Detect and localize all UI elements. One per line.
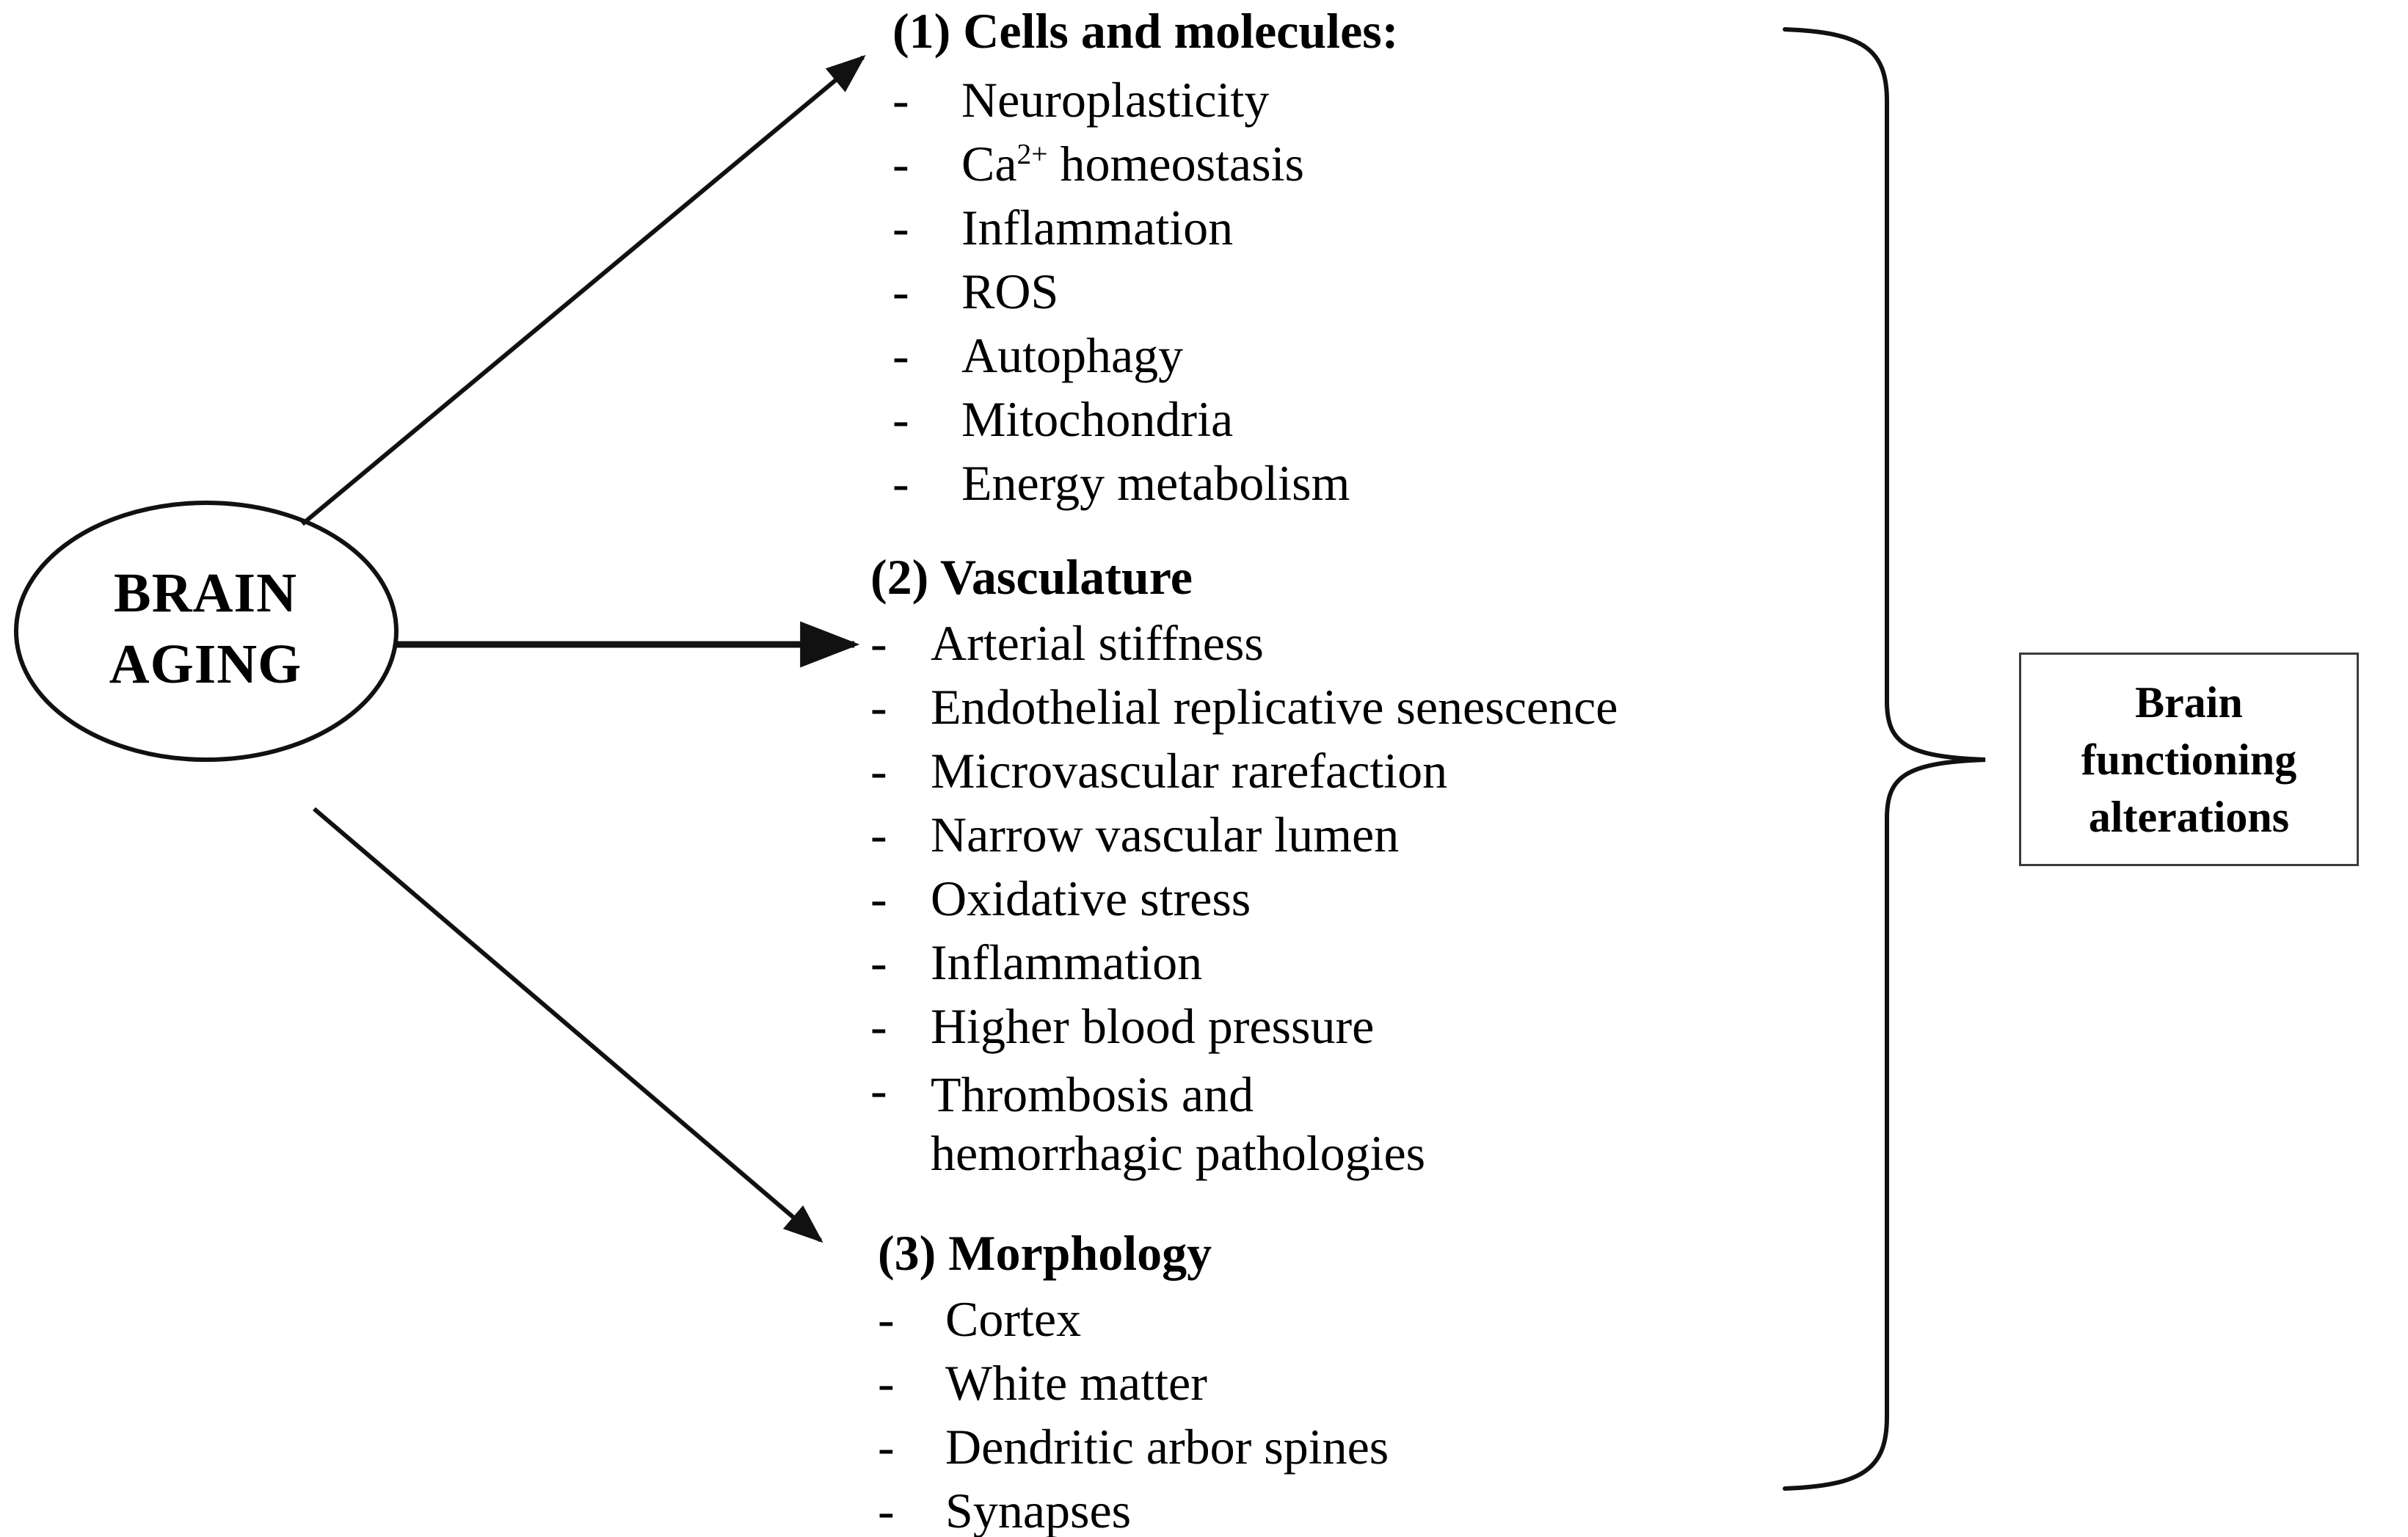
bullet-dash-icon: - — [870, 679, 887, 735]
bullet-dash-icon: - — [892, 327, 909, 383]
list-item-label: Cortex — [945, 1291, 1082, 1347]
list-item: - Narrow vascular lumen — [870, 810, 1618, 873]
list-item: - Arterial stiffness — [870, 618, 1618, 682]
brain-aging-label-line2: AGING — [109, 633, 302, 696]
list-item-label: Higher blood pressure — [931, 998, 1375, 1054]
section-vasculature: (2) Vasculature - Arterial stiffness - E… — [870, 552, 1618, 1182]
grouping-brace — [1783, 27, 1986, 1491]
section-cells-and-molecules: (1) Cells and molecules: - Neuroplastici… — [892, 6, 1398, 522]
outcome-box-brain-functioning-alterations: Brain functioning alterations — [2019, 653, 2359, 866]
list-item-label: White matter — [945, 1355, 1207, 1411]
list-item: - Dendritic arbor spines — [878, 1422, 1389, 1486]
list-item-label: Microvascular rarefaction — [931, 743, 1448, 799]
bullet-dash-icon: - — [892, 391, 909, 447]
bullet-dash-icon: - — [870, 807, 887, 862]
list-item: - Oxidative stress — [870, 873, 1618, 937]
bullet-dash-icon: - — [878, 1291, 895, 1347]
bullet-dash-icon: - — [878, 1419, 895, 1475]
section-morphology: (3) Morphology - Cortex - White matter -… — [878, 1228, 1389, 1537]
list-item: - Thrombosis and hemorrhagic pathologies — [870, 1065, 1618, 1182]
section-heading-cells: (1) Cells and molecules: — [892, 3, 1399, 59]
list-item: - Neuroplasticity — [892, 75, 1398, 139]
list-item-label: Narrow vascular lumen — [931, 807, 1400, 862]
list-item: - ROS — [892, 266, 1398, 330]
bullet-dash-icon: - — [892, 264, 909, 319]
list-item-label: ROS — [961, 264, 1059, 319]
bullet-dash-icon: - — [878, 1483, 895, 1537]
outcome-box-label: Brain functioning alterations — [2081, 674, 2296, 846]
list-item-label: Synapses — [945, 1483, 1132, 1537]
section-heading-morphology: (3) Morphology — [878, 1225, 1212, 1281]
list-item: - Synapses — [878, 1486, 1389, 1537]
brain-aging-label-line1: BRAIN — [114, 562, 297, 624]
list-item-label: Inflammation — [961, 200, 1234, 255]
bullet-dash-icon: - — [878, 1355, 895, 1411]
list-item: - Inflammation — [870, 937, 1618, 1001]
bullet-dash-icon: - — [870, 934, 887, 990]
list-item: - White matter — [878, 1358, 1389, 1422]
list-item-label: Ca2+ homeostasis — [961, 136, 1304, 192]
outcome-label-line1: Brain — [2135, 677, 2243, 727]
list-item-label: Endothelial replicative senescence — [931, 679, 1618, 735]
outcome-label-line2: functioning — [2081, 735, 2297, 784]
bullet-dash-icon: - — [892, 200, 909, 255]
list-item-label: Autophagy — [961, 327, 1184, 383]
bullet-dash-icon: - — [892, 455, 909, 511]
outcome-label-line3: alterations — [2088, 792, 2290, 841]
section-heading-vasculature: (2) Vasculature — [870, 549, 1193, 605]
bullet-dash-icon: - — [870, 1062, 887, 1118]
brain-aging-label: BRAIN AGING — [16, 558, 395, 701]
list-item-label: Energy metabolism — [961, 455, 1350, 511]
list-item: - Ca2+ homeostasis — [892, 139, 1398, 203]
list-item: - Inflammation — [892, 203, 1398, 266]
arrow-to-cells-and-molecules — [301, 54, 866, 526]
list-item-label: Arterial stiffness — [931, 615, 1264, 671]
list-item: - Autophagy — [892, 330, 1398, 394]
list-item: - Endothelial replicative senescence — [870, 682, 1618, 746]
list-item-label: Inflammation — [931, 934, 1203, 990]
bullet-dash-icon: - — [892, 136, 909, 192]
list-item-label: Dendritic arbor spines — [945, 1419, 1389, 1475]
list-item: - Mitochondria — [892, 394, 1398, 458]
list-item-label: Oxidative stress — [931, 871, 1251, 926]
list-item-label: Neuroplasticity — [961, 72, 1270, 128]
bullet-dash-icon: - — [870, 998, 887, 1054]
arrow-to-morphology — [313, 807, 823, 1243]
bullet-dash-icon: - — [870, 615, 887, 671]
list-item: - Higher blood pressure — [870, 1001, 1618, 1065]
list-item: - Energy metabolism — [892, 458, 1398, 522]
bullet-dash-icon: - — [892, 72, 909, 128]
list-item-label: Mitochondria — [961, 391, 1234, 447]
bullet-dash-icon: - — [870, 743, 887, 799]
list-item: - Microvascular rarefaction — [870, 746, 1618, 810]
list-item: - Cortex — [878, 1294, 1389, 1358]
bullet-dash-icon: - — [870, 871, 887, 926]
list-item-label: Thrombosis and hemorrhagic pathologies — [931, 1067, 1426, 1182]
